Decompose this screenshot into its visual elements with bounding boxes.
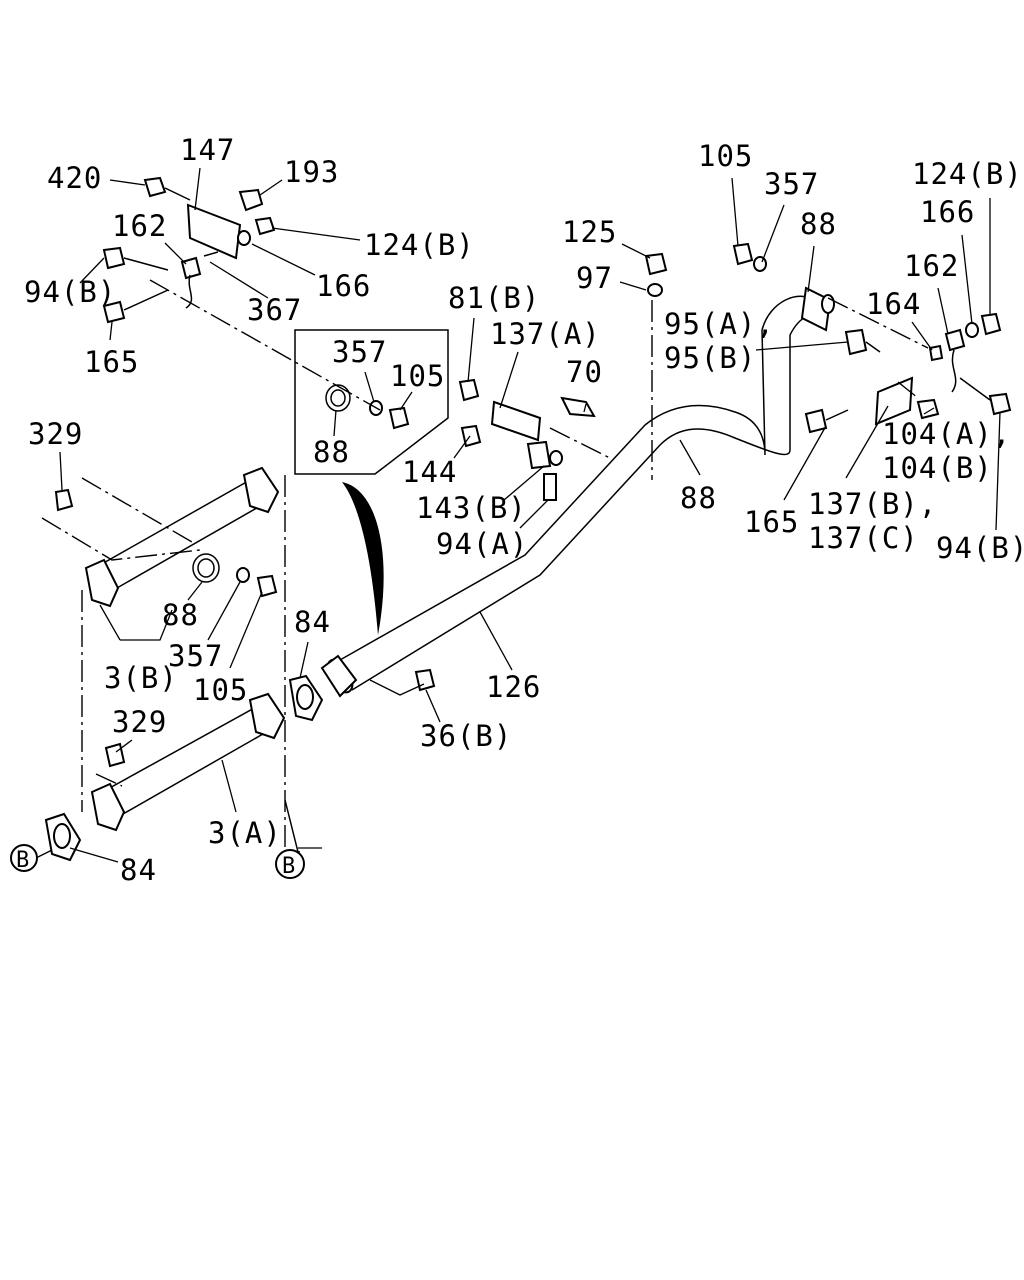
callout-84-center: 84 (294, 605, 331, 639)
callout-124b-left: 124(B) (364, 228, 475, 262)
callout-104a: 104(A), (882, 417, 1011, 451)
callout-165-right: 165 (744, 505, 799, 539)
callout-144: 144 (402, 455, 457, 489)
flange-gasket-84-center (288, 674, 324, 722)
callout-36b: 36(B) (420, 719, 512, 753)
callout-81b: 81(B) (448, 281, 540, 315)
callout-88-right: 88 (800, 207, 837, 241)
callout-105-middle: 105 (193, 673, 248, 707)
callout-162-left: 162 (112, 209, 167, 243)
front-pipe-3b (84, 466, 280, 608)
reference-marker-center: B (275, 849, 305, 879)
flange-gasket-84-left (44, 812, 82, 862)
callout-105-inset: 105 (390, 359, 445, 393)
callout-125: 125 (562, 215, 617, 249)
callout-137c: 137(C) (808, 521, 919, 555)
callout-357-middle: 357 (168, 639, 223, 673)
svg-text:B: B (282, 854, 296, 879)
callout-105-right: 105 (698, 139, 753, 173)
callout-165-left: 165 (84, 345, 139, 379)
bracket-147 (102, 176, 276, 324)
callout-164: 164 (866, 287, 921, 321)
callout-94b-right: 94(B) (936, 531, 1024, 565)
callout-329-top: 329 (28, 417, 83, 451)
callout-88-middle: 88 (162, 598, 199, 632)
leader-lines (35, 167, 1001, 863)
callout-97: 97 (576, 261, 613, 295)
callout-70: 70 (566, 355, 603, 389)
callout-labels: 420 147 193 124(B) 162 94(B) 166 367 165… (24, 133, 1024, 887)
bracket-137a (458, 252, 668, 501)
callout-84-left: 84 (120, 853, 157, 887)
front-pipe-3a (90, 692, 286, 832)
callout-329-low: 329 (112, 705, 167, 739)
callout-193: 193 (284, 155, 339, 189)
reference-marker-left: B (10, 844, 38, 873)
callout-162-right: 162 (904, 249, 959, 283)
callout-94b-left: 94(B) (24, 275, 116, 309)
svg-text:B: B (16, 848, 30, 873)
callout-3a: 3(A) (208, 816, 282, 850)
callout-126: 126 (486, 670, 541, 704)
callout-88-pipe: 88 (680, 481, 717, 515)
callout-420: 420 (47, 161, 102, 195)
detail-inset (294, 329, 449, 635)
bracket-137b (732, 242, 1012, 434)
callout-357-right: 357 (764, 167, 819, 201)
callout-95b: 95(B) (664, 341, 756, 375)
callout-137a: 137(A) (490, 317, 601, 351)
callout-3b: 3(B) (104, 661, 178, 695)
callout-104b: 104(B) (882, 451, 993, 485)
exhaust-pipe-126 (320, 295, 826, 698)
callout-143b: 143(B) (416, 491, 527, 525)
callout-124b-right: 124(B) (912, 157, 1023, 191)
callout-147: 147 (180, 133, 235, 167)
reference-lines (41, 279, 929, 853)
callout-166-left: 166 (316, 269, 371, 303)
callout-94a: 94(A) (436, 527, 528, 561)
callout-95a: 95(A), (664, 307, 775, 341)
callout-357-inset: 357 (332, 335, 387, 369)
callout-88-inset: 88 (313, 435, 350, 469)
callout-137b: 137(B), (808, 487, 937, 521)
callout-166-right: 166 (920, 195, 975, 229)
callout-367: 367 (247, 293, 302, 327)
